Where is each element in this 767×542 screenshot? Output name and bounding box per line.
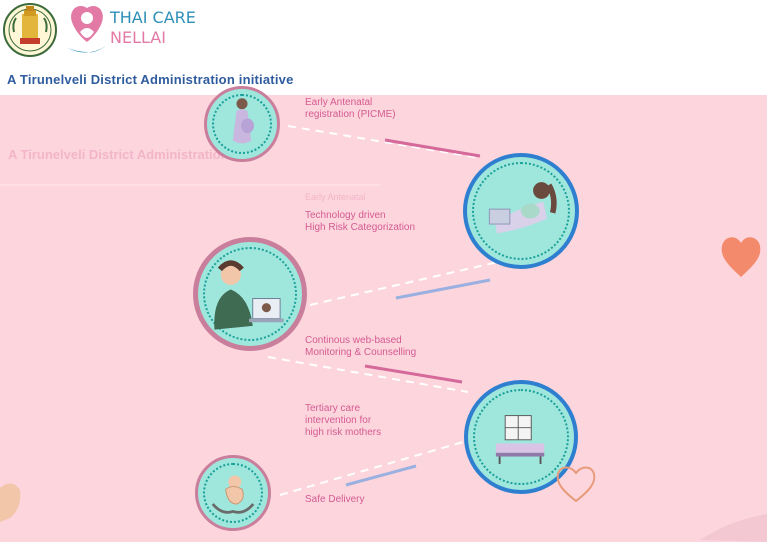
hospital-bed-icon xyxy=(495,415,545,464)
step-label-risk-categorization: Technology driven High Risk Categorizati… xyxy=(305,210,416,233)
tamil-nadu-emblem-icon xyxy=(3,3,57,57)
step-circle-monitoring xyxy=(193,237,307,351)
step-circle-registration xyxy=(204,86,280,162)
step-label-monitoring: Continous web-based Monitoring & Counsel… xyxy=(305,335,417,358)
step-label-tertiary-care: Tertiary care intervention for high risk… xyxy=(305,403,382,438)
brand-line-thai-care: THAI CARE xyxy=(110,8,196,27)
step-label-registration: Early Antenatal registration (PICME) xyxy=(305,97,396,120)
step-circle-risk-categorization xyxy=(463,153,579,269)
heart-outline-icon xyxy=(556,466,596,503)
thai-care-logo-icon xyxy=(68,5,106,53)
counsellor-with-headset-icon xyxy=(214,260,284,330)
decorative-scribble-icon xyxy=(700,514,767,542)
step-circle-safe-delivery xyxy=(195,455,271,531)
step-circle-tertiary-care xyxy=(464,380,578,494)
tagline: A Tirunelveli District Administration in… xyxy=(7,72,294,87)
brand-name: THAI CARE NELLAI xyxy=(110,8,196,48)
pregnant-woman-icon xyxy=(232,98,254,144)
step-label-safe-delivery: Safe Delivery xyxy=(305,494,365,505)
heart-icon xyxy=(721,237,761,277)
woman-with-laptop-reclining-icon xyxy=(488,182,557,234)
brand-line-nellai: NELLAI xyxy=(110,28,166,47)
ghost-step-label: Early Antenatal xyxy=(305,192,366,202)
ghost-tagline: A Tirunelveli District Administration xyxy=(8,147,229,162)
site-header: THAI CARE NELLAI A Tirunelveli District … xyxy=(0,0,767,95)
hand-illustration-icon xyxy=(0,483,21,522)
baby-in-hands-icon xyxy=(211,475,255,514)
